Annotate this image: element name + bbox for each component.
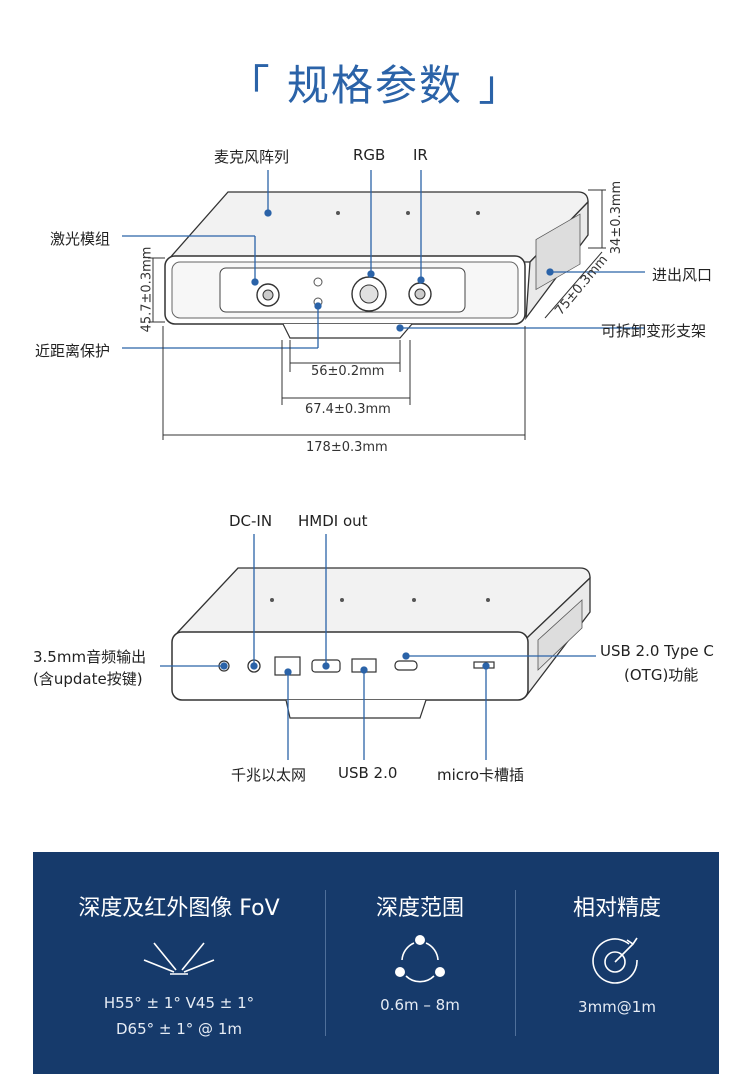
fov-title: 深度及红外图像 FoV	[78, 896, 280, 921]
precision-title: 相对精度	[572, 896, 661, 921]
panel-divider-1	[325, 890, 326, 1036]
width-dim-label: 178±0.3mm	[306, 440, 388, 455]
usb2-label: USB 2.0	[338, 764, 398, 782]
ethernet-label: 千兆以太网	[231, 766, 307, 784]
dim-67-label: 67.4±0.3mm	[305, 402, 391, 417]
panel-divider-2	[515, 890, 516, 1036]
otg-label: (OTG)功能	[624, 666, 699, 684]
audio-update-label: (含update按键)	[33, 670, 143, 688]
micro-slot-label: micro卡槽插	[437, 766, 525, 784]
dc-in-label: DC-IN	[229, 512, 273, 530]
height-dim-label: 45.7±0.3mm	[139, 246, 155, 333]
usbc-label: USB 2.0 Type C	[600, 642, 714, 660]
range-value: 0.6m – 8m	[380, 996, 460, 1014]
laser-module-label: 激光模组	[50, 230, 111, 248]
bracket-label: 可拆卸变形支架	[601, 322, 707, 340]
hdmi-out-label: HMDI out	[298, 512, 368, 530]
fov-spec: 深度及红外图像 FoV H55° ± 1° V45 ± 1° D65° ± 1°…	[33, 852, 325, 1074]
fov-icon	[143, 942, 215, 975]
dim-56-label: 56±0.2mm	[311, 364, 385, 379]
device-front-view: 麦克风阵列 RGB IR 激光模组 近距离保护 进出风口 可拆卸变形支架 45.…	[0, 140, 750, 470]
vent-label: 进出风口	[652, 266, 713, 284]
precision-value: 3mm@1m	[578, 998, 656, 1016]
audio-out-label: 3.5mm音频输出	[33, 648, 147, 666]
device-back-view: DC-IN HMDI out 3.5mm音频输出 (含update按键) USB…	[0, 500, 750, 800]
range-title: 深度范围	[375, 896, 464, 921]
rgb-label: RGB	[353, 146, 386, 164]
ir-label: IR	[413, 146, 428, 164]
proximity-protection-label: 近距离保护	[35, 342, 111, 360]
precision-spec: 相对精度 3mm@1m	[515, 852, 719, 1074]
device-back-drawing	[160, 534, 596, 760]
fov-line1: H55° ± 1° V45 ± 1°	[103, 994, 255, 1012]
device-front-drawing	[122, 170, 645, 440]
spec-panel: 深度及红外图像 FoV H55° ± 1° V45 ± 1° D65° ± 1°…	[33, 852, 719, 1074]
mic-array-label: 麦克风阵列	[214, 148, 290, 166]
page-title: 「 规格参数 」	[227, 61, 523, 110]
top-height-dim-label: 34±0.3mm	[609, 180, 625, 255]
fov-line2: D65° ± 1° @ 1m	[116, 1020, 242, 1038]
range-spec: 深度范围 0.6m – 8m	[325, 852, 515, 1074]
range-icon	[395, 935, 445, 983]
precision-icon	[592, 937, 638, 984]
